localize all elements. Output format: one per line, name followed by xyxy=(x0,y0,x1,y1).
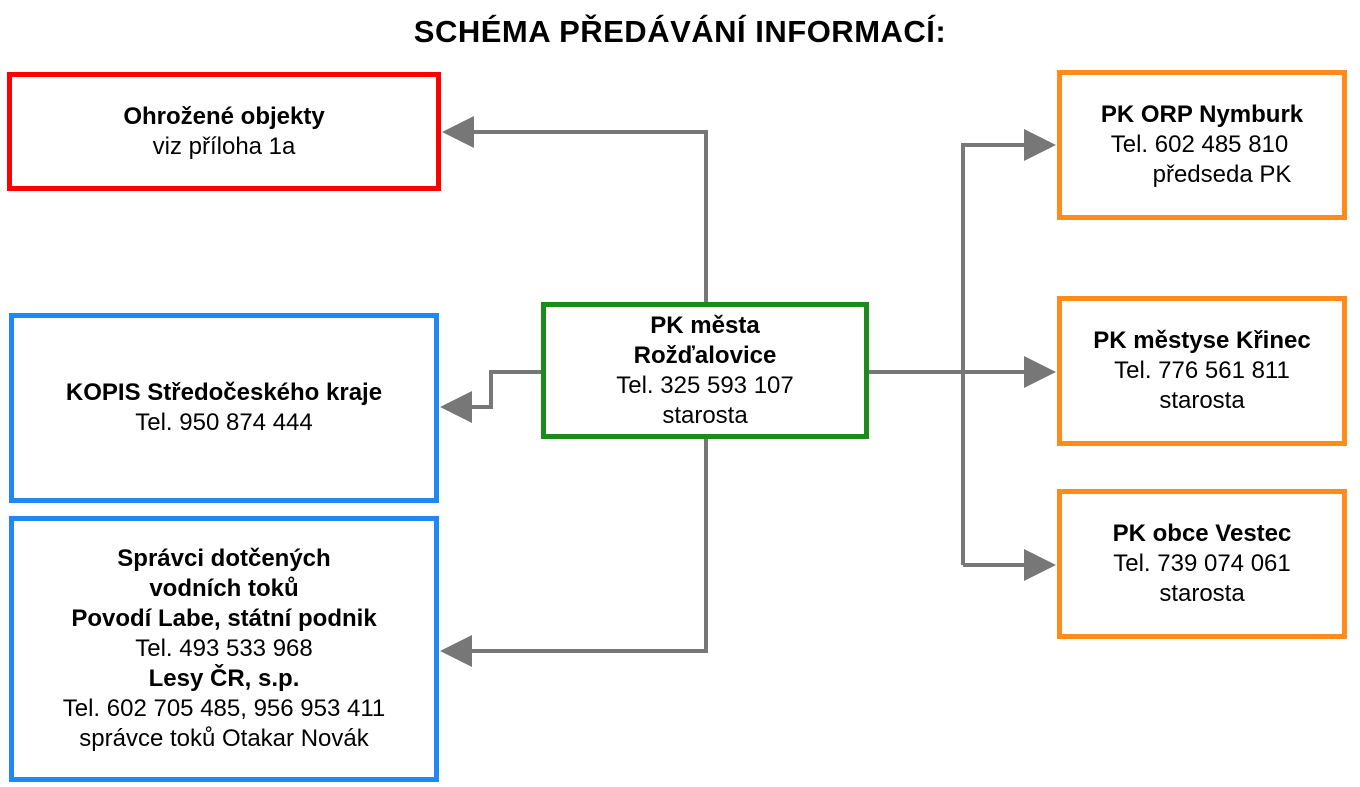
lesy-cr-name: Lesy ČR, s.p. xyxy=(148,665,300,692)
arrow-to-kopis xyxy=(440,370,541,423)
spravci-heading-1: Správci dotčených xyxy=(117,545,331,572)
povodi-labe-name: Povodí Labe, státní podnik xyxy=(71,605,377,632)
orp-role: předseda PK xyxy=(1152,161,1292,188)
orp-heading: PK ORP Nymburk xyxy=(1100,101,1304,128)
lesy-cr-phone: Tel. 602 705 485, 956 953 411 xyxy=(62,695,386,722)
box-spravci-toku: Správci dotčených vodních toků Povodí La… xyxy=(9,516,439,782)
krinec-heading: PK městyse Křinec xyxy=(1093,327,1311,354)
lesy-cr-contact: správce toků Otakar Novák xyxy=(79,725,369,752)
krinec-phone: Tel. 776 561 811 xyxy=(1114,357,1290,384)
diagram-title: SCHÉMA PŘEDÁVÁNÍ INFORMACÍ: xyxy=(413,14,947,49)
orp-phone: Tel. 602 485 810 xyxy=(1110,131,1289,158)
center-role: starosta xyxy=(662,401,748,429)
povodi-labe-phone: Tel. 493 533 968 xyxy=(135,635,313,662)
arrow-to-ohrozene xyxy=(442,116,708,302)
ohrozene-heading: Ohrožené objekty xyxy=(123,102,325,130)
box-ohrozene-objekty: Ohrožené objekty viz příloha 1a xyxy=(7,72,441,191)
box-pk-vestec: PK obce Vestec Tel. 739 074 061 starosta xyxy=(1057,489,1347,639)
vestec-phone: Tel. 739 074 061 xyxy=(1113,550,1291,577)
kopis-phone: Tel. 950 874 444 xyxy=(135,409,313,436)
center-phone: Tel. 325 593 107 xyxy=(616,371,794,399)
krinec-role: starosta xyxy=(1159,387,1245,414)
box-pk-mesta-rozdalovice: PK města Rožďalovice Tel. 325 593 107 st… xyxy=(541,302,869,439)
vestec-role: starosta xyxy=(1159,580,1245,607)
box-kopis: KOPIS Středočeského kraje Tel. 950 874 4… xyxy=(9,313,439,503)
ohrozene-reference: viz příloha 1a xyxy=(152,132,296,160)
box-pk-krinec: PK městyse Křinec Tel. 776 561 811 staro… xyxy=(1057,296,1347,446)
kopis-heading: KOPIS Středočeského kraje xyxy=(65,379,383,406)
center-heading-1: PK města xyxy=(650,311,760,339)
spravci-heading-2: vodních toků xyxy=(149,575,299,602)
center-heading-2: Rožďalovice xyxy=(633,341,777,369)
arrow-to-spravci xyxy=(440,439,708,667)
box-pk-orp-nymburk: PK ORP Nymburk Tel. 602 485 810 předseda… xyxy=(1057,70,1347,220)
vestec-heading: PK obce Vestec xyxy=(1112,520,1292,547)
